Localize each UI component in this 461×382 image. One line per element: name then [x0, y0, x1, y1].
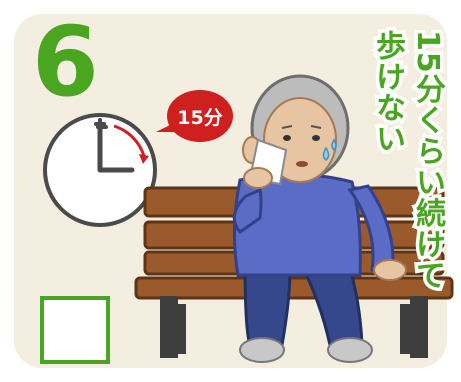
speech-bubble-icon	[156, 90, 233, 142]
title-line-1: 15分くらい続けて	[407, 27, 449, 295]
time-bubble-label: 15分	[177, 107, 223, 129]
elapsed-arrow-icon	[113, 124, 149, 164]
towel-icon	[243, 138, 288, 189]
checkbox-icon[interactable]	[40, 296, 110, 364]
title-line-2: 歩けない	[367, 27, 409, 158]
clock-icon	[43, 113, 157, 227]
elderly-man-illustration	[232, 74, 407, 363]
step-number: 6	[32, 6, 99, 118]
sweat-drop-icon	[322, 138, 337, 161]
